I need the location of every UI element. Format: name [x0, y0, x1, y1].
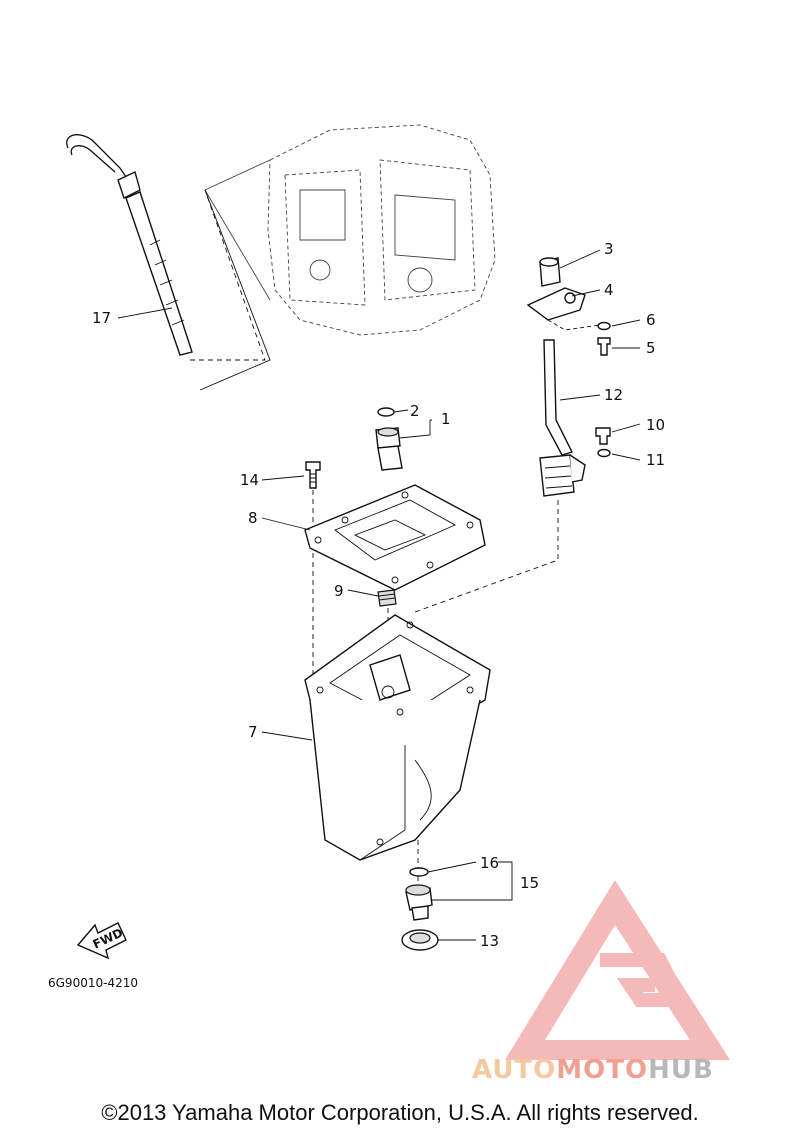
relief-valve — [375, 407, 403, 471]
diagram-code: 6G90010-4210 — [48, 976, 138, 990]
watermark-text: AUTOMOTOHUB — [472, 1055, 714, 1085]
watermark-logo — [505, 880, 730, 1060]
small-fasteners — [595, 321, 611, 458]
callout-16: 16 — [480, 854, 499, 872]
callout-9: 9 — [334, 582, 344, 600]
engine-block-outline — [204, 124, 496, 336]
watermark-text-part2: MOTO — [556, 1055, 649, 1085]
oil-strainer — [414, 339, 586, 613]
copyright-notice: ©2013 Yamaha Motor Corporation, U.S.A. A… — [101, 1100, 699, 1125]
oil-pan-gasket — [304, 484, 486, 591]
callout-8: 8 — [248, 509, 258, 527]
oil-pan — [304, 614, 491, 895]
bolt-14 — [305, 461, 321, 680]
callout-5: 5 — [646, 339, 656, 357]
callout-7: 7 — [248, 723, 258, 741]
callout-12: 12 — [604, 386, 623, 404]
callout-3: 3 — [604, 240, 614, 258]
callout-17: 17 — [92, 309, 111, 327]
callout-11: 11 — [646, 451, 665, 469]
callout-15: 15 — [520, 874, 539, 892]
leader-lines — [117, 249, 641, 941]
drain-plug-assembly — [401, 867, 439, 951]
watermark-text-part3: HUB — [648, 1055, 714, 1085]
callout-10: 10 — [646, 416, 665, 434]
dipstick — [66, 134, 271, 391]
fwd-arrow: FWD — [76, 922, 127, 960]
callout-2: 2 — [410, 402, 420, 420]
strainer-bracket — [526, 257, 601, 331]
callout-numbers: 1 2 3 4 5 6 7 8 9 10 11 12 13 14 15 16 1… — [92, 240, 665, 950]
callout-4: 4 — [604, 281, 614, 299]
callout-6: 6 — [646, 311, 656, 329]
callout-13: 13 — [480, 932, 499, 950]
callout-14: 14 — [240, 471, 259, 489]
callout-1: 1 — [441, 410, 451, 428]
watermark-text-part1: AUTO — [472, 1055, 557, 1085]
